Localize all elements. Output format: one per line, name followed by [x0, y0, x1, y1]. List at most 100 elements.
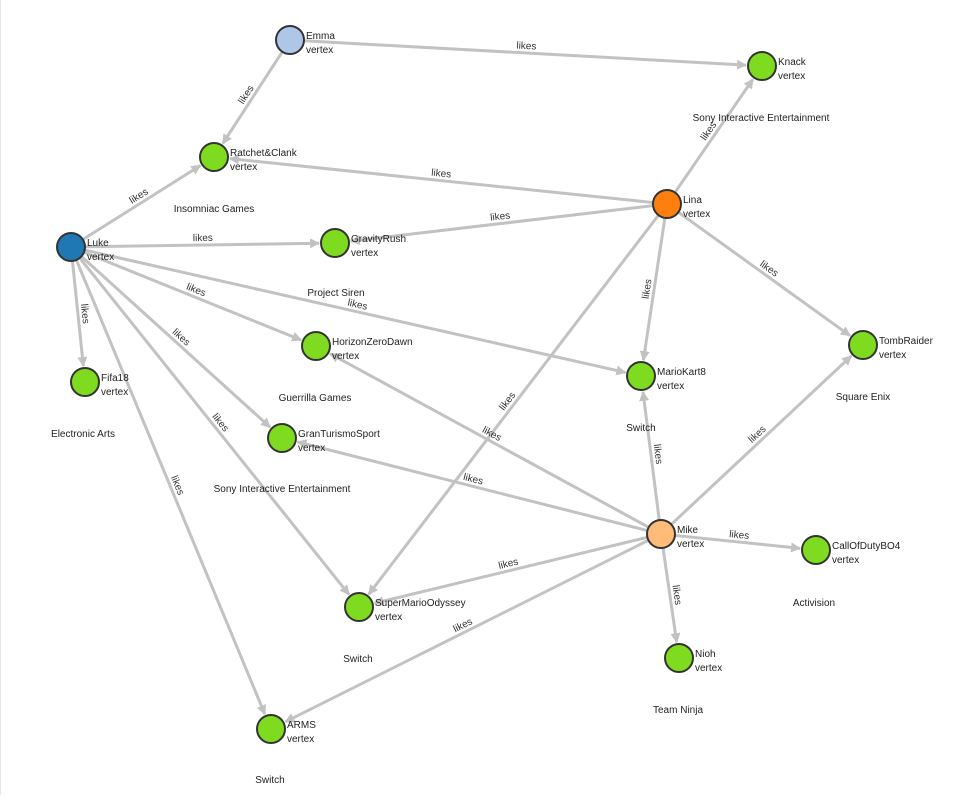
node-name: Ratchet&Clank	[230, 148, 298, 159]
node-circle[interactable]	[199, 142, 229, 172]
node-circle[interactable]	[56, 232, 86, 262]
node-type: vertex	[332, 351, 359, 362]
edge-label: likes	[641, 278, 655, 299]
node-caption: Electronic Arts	[51, 429, 115, 440]
node-type: vertex	[375, 612, 402, 623]
edge-labels-layer: likes likes likes likes likes likes likes likes…	[78, 40, 780, 635]
node-name: TombRaider	[879, 336, 934, 347]
node-type: vertex	[683, 209, 710, 220]
node-circle[interactable]	[301, 331, 331, 361]
edge-luke-ratchet	[82, 164, 202, 241]
node-name: GravityRush	[351, 234, 406, 245]
node-name: Nioh	[695, 649, 716, 660]
node-caption: Switch	[255, 775, 284, 786]
node-circle[interactable]	[646, 519, 676, 549]
edge-mike-callofduty	[674, 533, 802, 553]
edge-mike-supermario	[373, 535, 648, 606]
node-type: vertex	[351, 248, 378, 259]
edge-lina-gravity	[349, 204, 654, 246]
edge-mike-tombraider	[670, 354, 853, 526]
edge-label: likes	[651, 444, 664, 465]
node-mike[interactable]: Mike vertex	[646, 519, 704, 550]
node-type: vertex	[230, 162, 257, 173]
node-caption: Team Ninja	[653, 705, 703, 716]
edge-lina-mariokart	[639, 217, 667, 362]
node-circle[interactable]	[652, 189, 682, 219]
node-circle[interactable]	[256, 714, 286, 744]
edge-lina-tombraider	[677, 210, 851, 337]
node-circle[interactable]	[70, 367, 100, 397]
edges-layer	[70, 39, 853, 724]
node-name: MarioKart8	[657, 367, 706, 378]
node-type: vertex	[677, 539, 704, 550]
node-caption: Project Siren	[307, 288, 364, 299]
node-circle[interactable]	[344, 592, 374, 622]
edge-label: likes	[193, 233, 213, 244]
edge-label: likes	[729, 529, 750, 542]
node-lina[interactable]: Lina vertex	[652, 189, 710, 220]
node-type: vertex	[695, 663, 722, 674]
node-luke[interactable]: Luke vertex	[56, 232, 114, 263]
edge-lina-knack	[673, 78, 755, 194]
node-name: Emma	[306, 31, 335, 42]
node-circle[interactable]	[801, 535, 831, 565]
edge-emma-knack	[303, 39, 748, 70]
edge-mike-nioh	[661, 547, 681, 644]
edge-label: likes	[462, 472, 484, 488]
node-circle[interactable]	[664, 643, 694, 673]
node-type: vertex	[832, 555, 859, 566]
edge-luke-arms	[74, 259, 267, 716]
edge-lina-supermario	[367, 214, 660, 596]
node-type: vertex	[87, 252, 114, 263]
edge-mike-granturismo	[296, 439, 648, 533]
node-name: ARMS	[287, 720, 316, 731]
node-caption: Sony Interactive Entertainment	[693, 113, 830, 124]
node-circle[interactable]	[275, 25, 305, 55]
edge-label: likes	[78, 303, 91, 324]
node-type: vertex	[101, 387, 128, 398]
edge-label: likes	[431, 168, 452, 181]
node-circle[interactable]	[747, 51, 777, 81]
node-circle[interactable]	[320, 228, 350, 258]
edge-luke-horizon	[83, 250, 303, 342]
node-caption: Switch	[343, 654, 372, 665]
edge-luke-granturismo	[80, 255, 272, 429]
node-name: Mike	[677, 525, 699, 536]
edge-label: likes	[490, 210, 511, 223]
node-name: Fifa18	[101, 373, 129, 384]
node-circle[interactable]	[626, 361, 656, 391]
edge-luke-mariokart	[84, 248, 627, 376]
edge-mike-mariokart	[639, 390, 661, 521]
edge-label: likes	[497, 556, 519, 571]
edge-mike-horizon	[329, 352, 650, 529]
node-circle[interactable]	[267, 423, 297, 453]
edge-luke-gravity	[84, 238, 321, 249]
node-name: GranTurismoSport	[298, 429, 380, 440]
node-name: Knack	[778, 57, 807, 68]
node-type: vertex	[298, 443, 325, 454]
node-caption: Square Enix	[836, 392, 890, 403]
node-name: Lina	[683, 195, 702, 206]
node-name: Luke	[87, 238, 109, 249]
edge-mike-arms	[284, 538, 650, 724]
node-circle[interactable]	[848, 330, 878, 360]
node-name: SuperMarioOdyssey	[375, 598, 466, 609]
edge-lina-ratchet	[228, 154, 654, 205]
node-caption: Activision	[793, 598, 835, 609]
node-caption: Guerrilla Games	[279, 393, 352, 404]
